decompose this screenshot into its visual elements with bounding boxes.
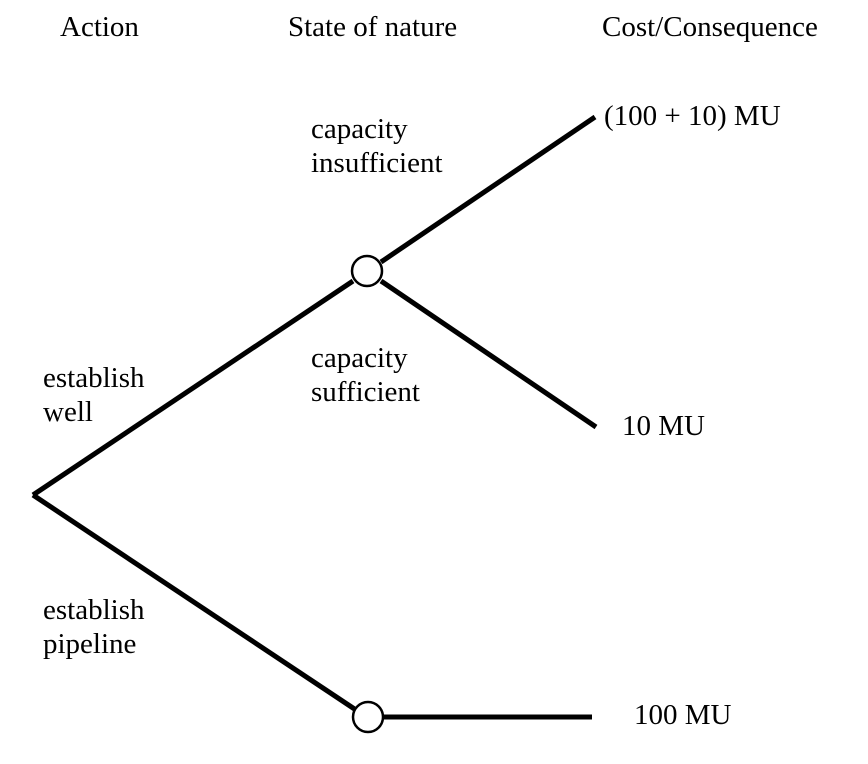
branch-label-establish-well: establish well (43, 361, 145, 429)
branch-label-capacity-insufficient-line-2: insufficient (311, 147, 443, 179)
branch-label-capacity-insufficient: capacity insufficient (311, 112, 443, 180)
outcome-value-10: 10 MU (622, 410, 705, 442)
column-header-cost-consequence: Cost/Consequence (602, 13, 818, 42)
branch-label-establish-well-line-1: establish (43, 362, 145, 394)
branch-label-establish-pipeline-line-1: establish (43, 594, 145, 626)
tree-branches (31, 114, 598, 720)
branch-capacity-sufficient (379, 278, 598, 430)
chance-node-pipeline (351, 700, 385, 734)
branch-capacity-insufficient (379, 114, 597, 265)
column-header-state-of-nature: State of nature (288, 13, 457, 42)
branch-label-capacity-insufficient-line-1: capacity (311, 113, 408, 145)
tree-nodes (350, 254, 385, 734)
column-header-action-label: Action (60, 11, 139, 43)
column-header-cost-consequence-label: Cost/Consequence (602, 11, 818, 43)
outcome-value-100: 100 MU (634, 699, 732, 731)
branch-label-capacity-sufficient-line-1: capacity (311, 342, 408, 374)
branch-label-establish-pipeline: establish pipeline (43, 593, 145, 661)
column-header-state-of-nature-label: State of nature (288, 11, 458, 43)
branch-label-establish-well-line-2: well (43, 396, 93, 428)
branch-establish-well (31, 278, 355, 498)
outcome-value-110: (100 + 10) MU (604, 100, 781, 132)
column-header-action: Action (60, 13, 139, 42)
branch-label-establish-pipeline-line-2: pipeline (43, 628, 137, 660)
chance-node-well (350, 254, 384, 288)
branch-label-capacity-sufficient-line-2: sufficient (311, 376, 420, 408)
branch-establish-pipeline (31, 492, 358, 713)
branch-label-capacity-sufficient: capacity sufficient (311, 341, 420, 409)
